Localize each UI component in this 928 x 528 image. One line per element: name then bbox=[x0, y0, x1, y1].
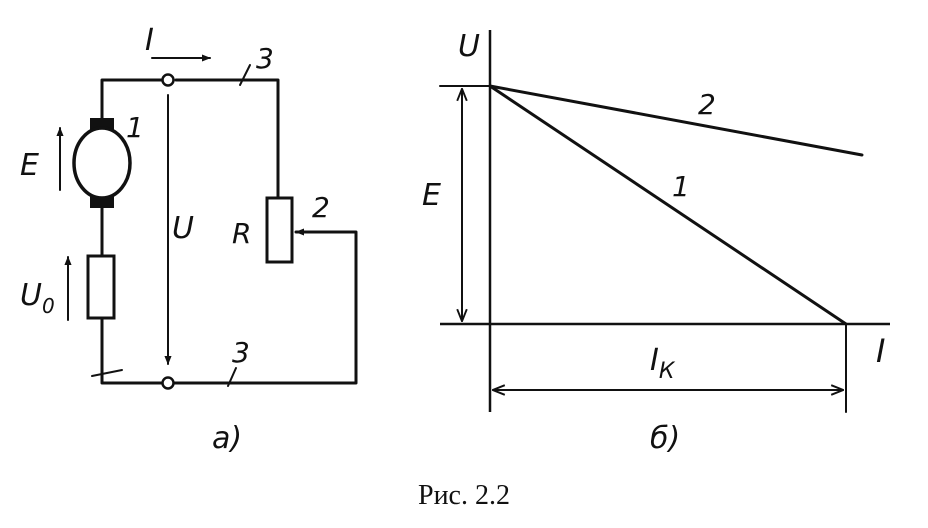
resistor-label: R bbox=[232, 217, 251, 250]
marker-3-bottom-leader bbox=[227, 367, 237, 387]
bottom-wire bbox=[100, 230, 358, 385]
u0-label: U0 bbox=[20, 278, 55, 318]
wire-marker-bottom: 3 bbox=[232, 336, 250, 369]
graph: U I E 1 2 IК б) bbox=[422, 29, 890, 456]
graph-panel-label: б) bbox=[650, 421, 680, 456]
generator bbox=[72, 110, 132, 214]
characteristic-line-2 bbox=[488, 84, 864, 157]
top-wire bbox=[100, 78, 280, 200]
resistor bbox=[265, 196, 294, 264]
top-terminal bbox=[161, 73, 175, 87]
line-2-label: 2 bbox=[698, 88, 716, 121]
generator-marker: 1 bbox=[126, 111, 144, 144]
marker-3-top-leader bbox=[239, 64, 251, 86]
figure-caption: Рис. 2.2 bbox=[418, 480, 510, 511]
wire-marker-top: 3 bbox=[256, 42, 274, 75]
line-1-label: 1 bbox=[672, 170, 690, 203]
resistor-marker: 2 bbox=[312, 191, 330, 224]
u0-subscript: 0 bbox=[42, 294, 55, 318]
circuit-diagram: I E 1 U R 2 3 3 U0 a) bbox=[20, 23, 358, 456]
voltage-label: U bbox=[172, 211, 194, 246]
x-axis-label: I bbox=[876, 332, 885, 370]
ik-subscript: К bbox=[659, 359, 676, 384]
wire-tick bbox=[91, 369, 123, 377]
ik-label: IК bbox=[650, 343, 676, 384]
emf-label: E bbox=[20, 148, 39, 183]
circuit-panel-label: a) bbox=[212, 421, 242, 456]
current-label: I bbox=[145, 23, 154, 58]
y-axis-label: U bbox=[458, 29, 480, 64]
characteristic-line-1 bbox=[488, 84, 848, 326]
u0-element bbox=[86, 254, 116, 320]
bottom-terminal bbox=[161, 376, 175, 390]
e-label: E bbox=[422, 178, 441, 213]
